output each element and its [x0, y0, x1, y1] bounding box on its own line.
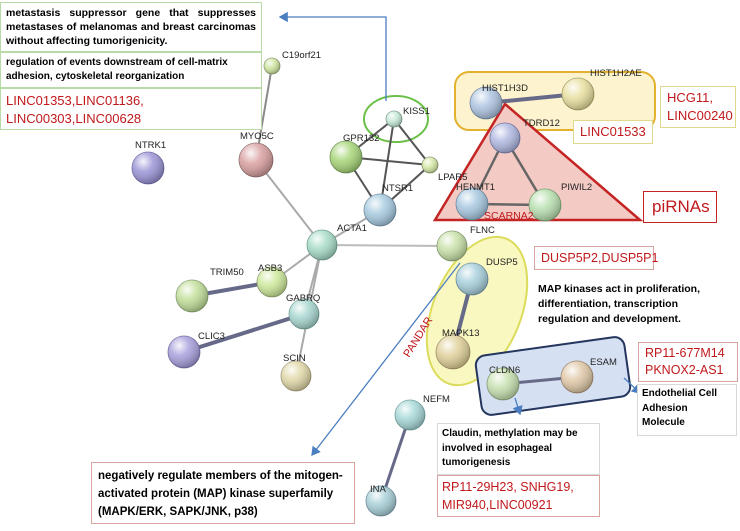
label-kiss1: KISS1 [403, 106, 430, 117]
arrow-pandar [311, 262, 461, 457]
lpar5-function-text: regulation of events downstream of cell-… [6, 57, 228, 82]
node-hist1h3d[interactable] [469, 86, 503, 120]
label-clic3: CLIC3 [198, 331, 225, 342]
edge-kiss1-lpar5 [393, 118, 431, 166]
label-hist1h3d: HIST1H3D [482, 83, 528, 94]
pirnas-text: piRNAs [652, 197, 710, 216]
node-ntsr1[interactable] [363, 193, 397, 227]
kiss1-function-note: metastasis suppressor gene that suppress… [0, 2, 262, 52]
rp11-677-line2: PKNOX2-AS1 [645, 363, 724, 377]
label-lpar5: LPAR5 [438, 172, 467, 183]
dusp5p-box: DUSP5P2,DUSP5P1 [534, 246, 658, 270]
linc01533-text: LINC01533 [580, 124, 646, 139]
linc-group1-line2: LINC00303,LINC00628 [6, 111, 142, 126]
scarna2-label: SCARNA2 [484, 210, 534, 222]
label-gabrq: GABRQ [286, 293, 320, 304]
pirna-triangle [432, 102, 644, 222]
node-esam[interactable] [560, 360, 594, 394]
pandar-function-text: negatively regulate members of the mitog… [98, 470, 343, 518]
node-clic3[interactable] [167, 335, 201, 369]
label-gpr132: GPR132 [343, 133, 379, 144]
map-kinase-note: MAP kinases act in proliferation, differ… [534, 280, 726, 334]
node-henmt1[interactable] [455, 187, 489, 221]
label-dusp5: DUSP5 [486, 257, 518, 268]
node-kiss1[interactable] [385, 110, 403, 128]
label-piwil2: PIWIL2 [561, 182, 592, 193]
label-cldn6: CLDN6 [489, 365, 520, 376]
pirnas-box: piRNAs [643, 191, 717, 223]
label-ina: INA [370, 484, 387, 495]
label-henmt1: HENMT1 [456, 182, 495, 193]
hcg11-line2: LINC00240 [667, 108, 733, 123]
node-mapk13[interactable] [435, 334, 471, 370]
hcg11-box: HCG11, LINC00240 [660, 86, 736, 128]
node-myo5c[interactable] [238, 142, 274, 178]
node-piwil2[interactable] [528, 188, 562, 222]
map-kinase-text: MAP kinases act in proliferation, differ… [538, 283, 701, 325]
node-acta1[interactable] [306, 229, 338, 261]
endothelial-text: Endothelial Cell Adhesion Molecule [642, 388, 718, 428]
node-ntrk1[interactable] [131, 151, 165, 185]
node-dusp5[interactable] [455, 262, 489, 296]
node-gabrq[interactable] [288, 298, 320, 330]
claudin-note: Claudin, methylation may be involved in … [437, 423, 600, 475]
node-scin[interactable] [280, 360, 312, 392]
node-ina[interactable] [365, 485, 397, 517]
node-cldn6[interactable] [486, 367, 520, 401]
edge-acta1-flnc [321, 244, 453, 247]
label-ntrk1: NTRK1 [135, 140, 166, 151]
linc-group1-line1: LINC01353,LINC01136, [6, 93, 144, 108]
node-trim50[interactable] [175, 279, 209, 313]
linc-group1-box: LINC01353,LINC01136, LINC00303,LINC00628 [0, 88, 262, 130]
label-trim50: TRIM50 [210, 267, 244, 278]
node-asb3[interactable] [256, 266, 288, 298]
edge-myo5c-acta1 [255, 159, 323, 246]
arrow-kiss1-to-note [278, 11, 387, 101]
rp11-677-line1: RP11-677M14 [645, 346, 725, 360]
arrow-to-claudin [512, 397, 523, 416]
node-lpar5[interactable] [421, 156, 439, 174]
endothelial-note: Endothelial Cell Adhesion Molecule [637, 384, 737, 436]
rp11-29-line2: MIR940,LINC00921 [442, 498, 553, 512]
label-ntsr1: NTSR1 [382, 183, 413, 194]
lpar5-function-note: regulation of events downstream of cell-… [0, 52, 262, 88]
label-acta1: ACTA1 [337, 223, 367, 234]
label-tdrd12: TDRD12 [523, 118, 560, 129]
node-nefm[interactable] [394, 399, 426, 431]
node-labels: C19orf21 MYO5C NTRK1 KISS1 GPR132 LPAR5 … [135, 50, 642, 495]
label-mapk13: MAPK13 [442, 328, 480, 339]
linc01533-box: LINC01533 [573, 120, 653, 144]
node-tdrd12[interactable] [489, 122, 521, 154]
rp11-29-line1: RP11-29H23, SNHG19, [442, 480, 574, 494]
edge-clic3-gabrq [183, 312, 305, 354]
label-asb3: ASB3 [258, 263, 282, 274]
kiss1-function-text: metastasis suppressor gene that suppress… [6, 7, 256, 47]
label-scin: SCIN [283, 353, 306, 364]
hcg11-line1: HCG11, [667, 90, 713, 105]
node-gpr132[interactable] [329, 140, 363, 174]
pandar-function-note: negatively regulate members of the mitog… [91, 462, 355, 524]
label-flnc: FLNC [470, 225, 495, 236]
claudin-text: Claudin, methylation may be involved in … [442, 428, 578, 468]
label-myo5c: MYO5C [240, 131, 274, 142]
node-hist1h2ae[interactable] [561, 77, 595, 111]
label-c19orf21: C19orf21 [282, 50, 321, 61]
dusp5p-text: DUSP5P2,DUSP5P1 [541, 251, 659, 265]
label-hist1h2ae: HIST1H2AE [590, 68, 642, 79]
label-esam: ESAM [590, 357, 617, 368]
node-c19orf21[interactable] [263, 57, 281, 75]
rp11-677-box: RP11-677M14 PKNOX2-AS1 [638, 342, 738, 382]
node-flnc[interactable] [436, 230, 468, 262]
label-nefm: NEFM [423, 394, 450, 405]
kiss1-highlight [363, 95, 429, 143]
rp11-29-box: RP11-29H23, SNHG19, MIR940,LINC00921 [437, 475, 600, 517]
